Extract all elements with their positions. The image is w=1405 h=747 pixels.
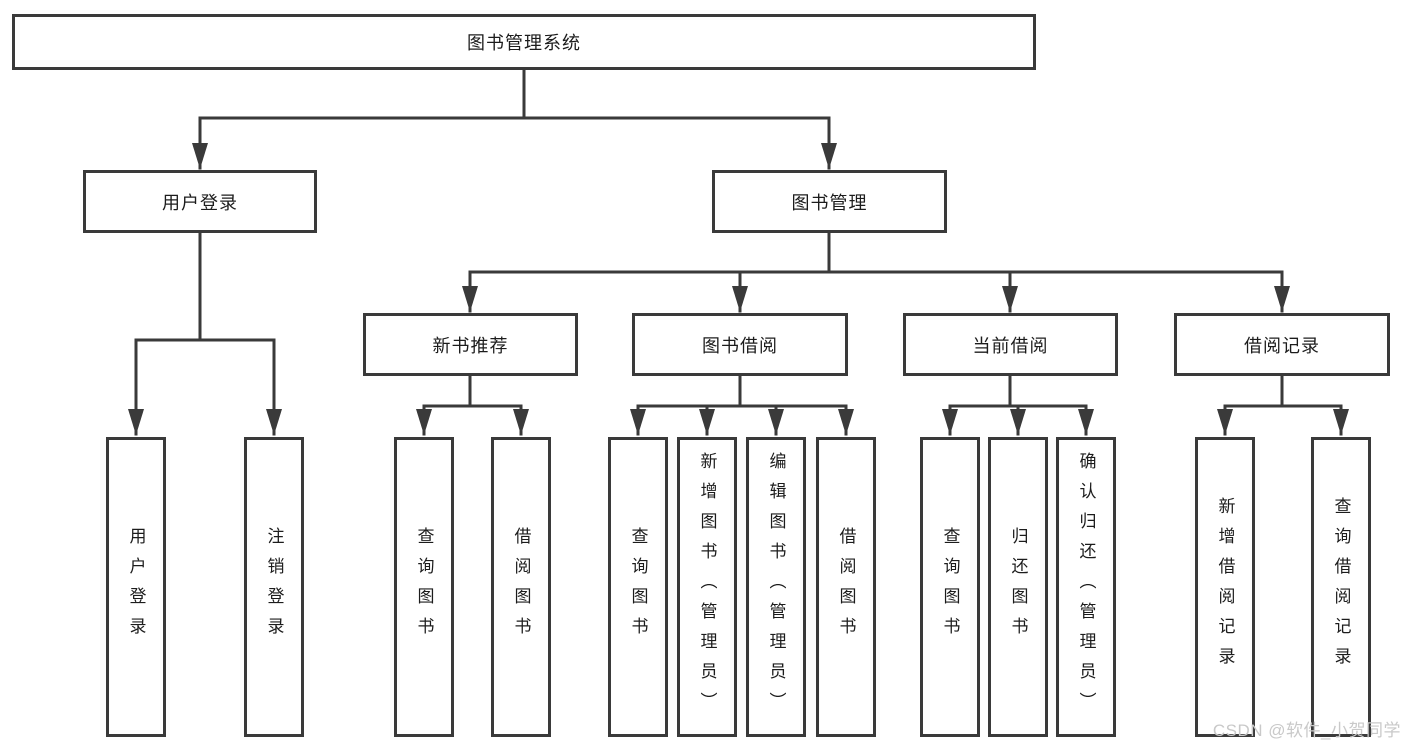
leaf-label: 查询图书: [940, 527, 960, 647]
leaf-label: 借阅图书: [511, 527, 531, 647]
leaf-query-book-recommend: 查询图书: [394, 437, 454, 737]
leaf-user-login: 用户登录: [106, 437, 166, 737]
leaf-label: 借阅图书: [836, 527, 856, 647]
leaf-edit-book-admin: 编辑图书（管理员）: [746, 437, 806, 737]
leaf-query-book-current: 查询图书: [920, 437, 980, 737]
module-borrow-record: 借阅记录: [1174, 313, 1390, 376]
leaf-confirm-return-admin: 确认归还（管理员）: [1056, 437, 1116, 737]
branch-book-management: 图书管理: [712, 170, 947, 233]
module-current-borrow: 当前借阅: [903, 313, 1118, 376]
leaf-label: 归还图书: [1008, 527, 1028, 647]
leaf-label: 新增图书（管理员）: [697, 452, 717, 722]
leaf-add-borrow-record: 新增借阅记录: [1195, 437, 1255, 737]
leaf-label: 注销登录: [264, 527, 284, 647]
leaf-label: 确认归还（管理员）: [1076, 452, 1096, 722]
leaf-query-borrow-record: 查询借阅记录: [1311, 437, 1371, 737]
leaf-return-book: 归还图书: [988, 437, 1048, 737]
branch-user-login: 用户登录: [83, 170, 317, 233]
leaf-borrow-book: 借阅图书: [816, 437, 876, 737]
module-new-book-recommend: 新书推荐: [363, 313, 578, 376]
leaf-logout: 注销登录: [244, 437, 304, 737]
leaf-label: 编辑图书（管理员）: [766, 452, 786, 722]
leaf-label: 查询图书: [628, 527, 648, 647]
leaf-label: 用户登录: [126, 527, 146, 647]
leaf-label: 查询图书: [414, 527, 434, 647]
leaf-borrow-book-recommend: 借阅图书: [491, 437, 551, 737]
leaf-label: 查询借阅记录: [1331, 497, 1351, 677]
watermark: CSDN @软件_小贺同学: [1212, 721, 1401, 740]
leaf-label: 新增借阅记录: [1215, 497, 1235, 677]
node-root-system: 图书管理系统: [12, 14, 1036, 70]
leaf-query-book-borrow: 查询图书: [608, 437, 668, 737]
leaf-add-book-admin: 新增图书（管理员）: [677, 437, 737, 737]
module-book-borrow: 图书借阅: [632, 313, 848, 376]
